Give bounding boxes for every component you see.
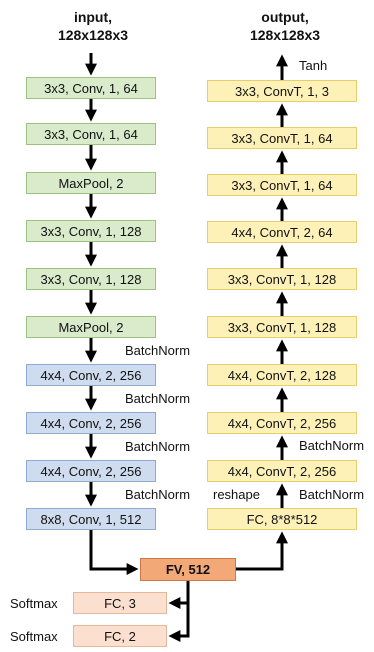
- encoder-layer-6: MaxPool, 2: [26, 316, 156, 338]
- encoder-layer-3: MaxPool, 2: [26, 172, 156, 194]
- head-1-activation: Softmax: [10, 596, 58, 611]
- encoder-layer-7: 4x4, Conv, 2, 256: [26, 364, 156, 386]
- encoder-title-line2: 128x128x3: [57, 27, 129, 43]
- connector-arrow-22: [236, 531, 288, 571]
- encoder-batchnorm-2: BatchNorm: [125, 391, 191, 406]
- encoder-layer-2: 3x3, Conv, 1, 64: [26, 123, 156, 145]
- encoder-batchnorm-3: BatchNorm: [125, 439, 191, 454]
- decoder-batchnorm-2: BatchNorm: [299, 487, 365, 502]
- encoder-title: input, 128x128x3: [8, 8, 178, 44]
- connector-arrow-11: [89, 530, 139, 575]
- encoder-batchnorm-1: BatchNorm: [125, 343, 191, 358]
- decoder-reshape-label: reshape: [213, 487, 260, 502]
- feature-vector-box: FV, 512: [140, 558, 236, 581]
- decoder-title-line2: 128x128x3: [249, 27, 321, 43]
- connector-arrow-23: [168, 581, 190, 642]
- decoder-layer-10: FC, 8*8*512: [207, 508, 357, 530]
- encoder-layer-1: 3x3, Conv, 1, 64: [26, 77, 156, 99]
- decoder-layer-2: 3x3, ConvT, 1, 64: [207, 127, 357, 149]
- encoder-layer-5: 3x3, Conv, 1, 128: [26, 268, 156, 290]
- decoder-title: output, 128x128x3: [200, 8, 370, 44]
- decoder-batchnorm-1: BatchNorm: [299, 438, 365, 453]
- encoder-layer-9: 4x4, Conv, 2, 256: [26, 460, 156, 482]
- decoder-layer-4: 4x4, ConvT, 2, 64: [207, 221, 357, 243]
- encoder-layer-4: 3x3, Conv, 1, 128: [26, 220, 156, 242]
- decoder-layer-8: 4x4, ConvT, 2, 256: [207, 412, 357, 434]
- encoder-layer-10: 8x8, Conv, 1, 512: [26, 508, 156, 530]
- decoder-layer-7: 4x4, ConvT, 2, 128: [207, 364, 357, 386]
- decoder-layer-3: 3x3, ConvT, 1, 64: [207, 174, 357, 196]
- encoder-layer-8: 4x4, Conv, 2, 256: [26, 412, 156, 434]
- decoder-title-line1: output,: [261, 9, 309, 25]
- decoder-layer-5: 3x3, ConvT, 1, 128: [207, 268, 357, 290]
- encoder-title-line1: input,: [73, 9, 113, 25]
- head-1-box: FC, 3: [73, 592, 167, 614]
- encoder-batchnorm-4: BatchNorm: [125, 487, 191, 502]
- decoder-layer-9: 4x4, ConvT, 2, 256: [207, 460, 357, 482]
- decoder-tanh-label: Tanh: [299, 58, 328, 73]
- head-2-box: FC, 2: [73, 625, 167, 647]
- decoder-layer-1: 3x3, ConvT, 1, 3: [207, 80, 357, 102]
- decoder-layer-6: 3x3, ConvT, 1, 128: [207, 316, 357, 338]
- head-2-activation: Softmax: [10, 629, 58, 644]
